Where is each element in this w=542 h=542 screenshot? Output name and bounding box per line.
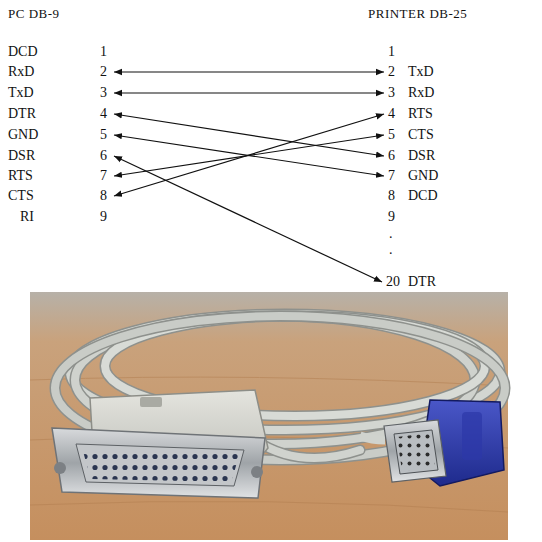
signal-name: DSR — [8, 147, 35, 165]
signal-name: DCD — [408, 187, 438, 205]
signal-name: CTS — [8, 187, 34, 205]
connector-title: PC DB-9 — [8, 5, 60, 23]
pin-number: 20 — [386, 273, 400, 291]
connector-title: PRINTER DB-25 — [368, 5, 467, 23]
pin-number: 7 — [100, 167, 107, 185]
pin-number: 3 — [100, 84, 107, 102]
pin-number: 7 — [388, 167, 395, 185]
pin-number: 4 — [100, 105, 107, 123]
signal-name: CTS — [408, 126, 434, 144]
signal-name: RTS — [408, 105, 433, 123]
continuation-dot: . — [389, 241, 393, 259]
signal-name: DTR — [408, 273, 436, 291]
signal-name: RxD — [408, 84, 434, 102]
pin-number: 1 — [100, 43, 107, 61]
signal-name: GND — [408, 167, 438, 185]
signal-name: DSR — [408, 147, 435, 165]
signal-name: RTS — [8, 167, 33, 185]
pin-number: 6 — [100, 147, 107, 165]
pin-number: 8 — [388, 187, 395, 205]
pin-number: 2 — [388, 63, 395, 81]
signal-name: RI — [20, 208, 34, 226]
pin-number: 1 — [388, 43, 395, 61]
pin-number: 6 — [388, 147, 395, 165]
continuation-dot: . — [389, 225, 393, 243]
pin-number: 9 — [100, 208, 107, 226]
pin-number: 2 — [100, 63, 107, 81]
pin-number: 9 — [388, 208, 395, 226]
pin-number: 5 — [388, 126, 395, 144]
pin-number: 8 — [100, 187, 107, 205]
pin-number: 5 — [100, 126, 107, 144]
signal-name: TxD — [408, 63, 434, 81]
signal-name: DCD — [8, 43, 38, 61]
signal-name: GND — [8, 126, 38, 144]
pin-number: 3 — [388, 84, 395, 102]
cable-photo — [30, 292, 508, 540]
signal-name: RxD — [8, 63, 34, 81]
pin-number: 4 — [388, 105, 395, 123]
wire — [114, 72, 384, 282]
signal-name: DTR — [8, 105, 36, 123]
signal-name: TxD — [8, 84, 34, 102]
